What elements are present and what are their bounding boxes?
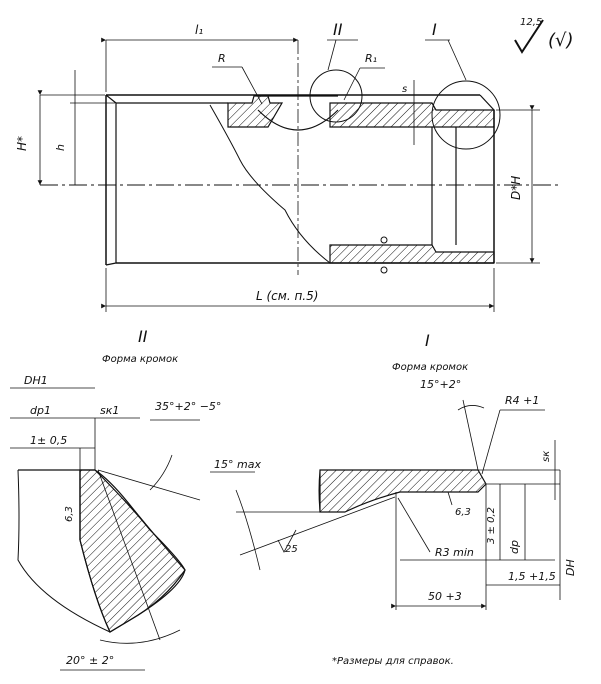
dim-h: h bbox=[54, 144, 67, 151]
detail-I-subtitle: Форма кромок bbox=[392, 362, 468, 373]
detail-I-sk: sк bbox=[541, 451, 552, 462]
dim-DH: D*H bbox=[509, 176, 523, 200]
detail-II-sk1: sк1 bbox=[100, 404, 119, 417]
detail-I-DH: DH bbox=[564, 559, 577, 576]
detail-I-dim1: 1,5 +1,5 bbox=[508, 570, 556, 583]
detail-II-dp1: dp1 bbox=[30, 404, 51, 417]
detail-I-R3min: R3 min bbox=[435, 546, 474, 559]
dim-R: R bbox=[218, 52, 226, 65]
detail-II-DH1: DH1 bbox=[24, 374, 48, 387]
dim-R1: R₁ bbox=[365, 52, 377, 65]
roughness-extra: (√) bbox=[548, 30, 574, 51]
zoom-label-I: I bbox=[432, 20, 437, 39]
detail-II-tol: 1± 0,5 bbox=[30, 434, 67, 447]
detail-II: II Форма кромок DH1 dp1 sк1 1± 0,5 35°+2… bbox=[10, 327, 221, 671]
detail-II-angle: 35°+2° −5° bbox=[155, 400, 221, 413]
dim-H-star: H* bbox=[15, 136, 29, 151]
dim-s: s bbox=[402, 84, 407, 95]
zoom-label-II: II bbox=[333, 20, 343, 39]
detail-I-dp: dp bbox=[508, 540, 521, 554]
detail-I-rough2: 25 bbox=[285, 544, 298, 555]
roughness-symbol: 12,5 (√) bbox=[514, 17, 574, 54]
detail-I-dim50: 50 +3 bbox=[428, 590, 462, 603]
detail-II-subtitle: Форма кромок bbox=[102, 354, 178, 365]
detail-I-rough1: 6,3 bbox=[455, 507, 471, 518]
detail-I-angle-max: 15° max bbox=[214, 458, 261, 471]
roughness-value: 12,5 bbox=[520, 17, 542, 28]
detail-I-R4: R4 +1 bbox=[505, 394, 539, 407]
detail-I-tol: 3 ± 0,2 bbox=[486, 507, 497, 544]
detail-I-angle-top: 15°+2° bbox=[420, 378, 461, 391]
dim-l1: l₁ bbox=[195, 23, 203, 37]
footnote: *Размеры для справок. bbox=[332, 656, 454, 667]
detail-I-title: I bbox=[425, 331, 430, 350]
detail-II-rough: 6,3 bbox=[64, 506, 75, 522]
detail-II-title: II bbox=[138, 327, 148, 346]
detail-I: I Форма кромок 15°+2° R4 +1 15° max sк 6… bbox=[210, 331, 577, 610]
dim-L: L (см. п.5) bbox=[256, 289, 318, 303]
main-view: l₁ R R₁ II I s H* h D*H bbox=[15, 20, 560, 312]
detail-II-bottom-angle: 20° ± 2° bbox=[66, 654, 114, 667]
